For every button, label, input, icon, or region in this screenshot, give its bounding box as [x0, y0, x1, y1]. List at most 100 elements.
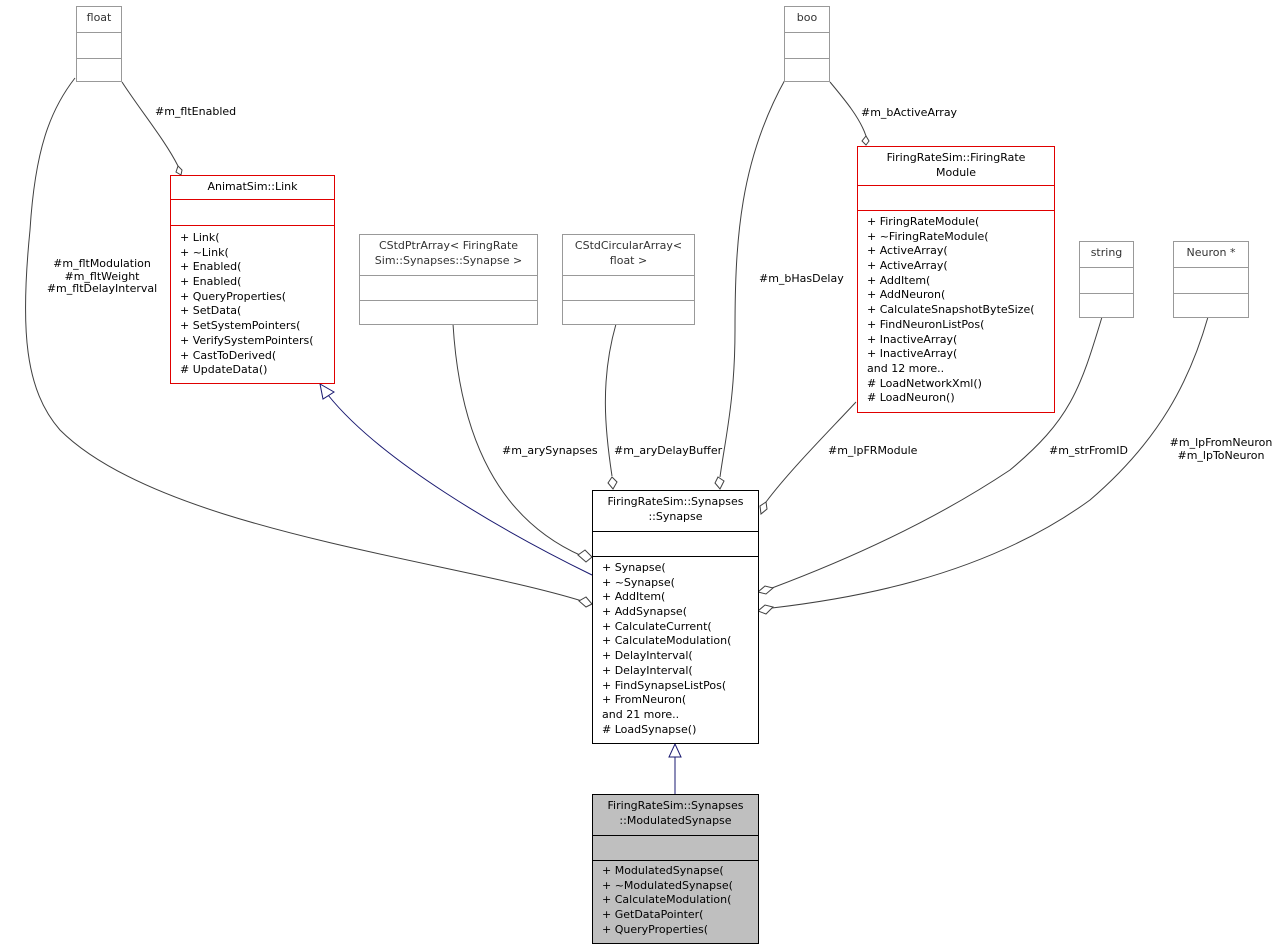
method-more: and 21 more..: [602, 707, 680, 721]
edge-label-str-from: #m_strFromID: [1049, 444, 1128, 457]
class-synapse[interactable]: FiringRateSim::Synapses ::Synapse + Syna…: [592, 490, 759, 744]
class-float[interactable]: float: [76, 6, 122, 82]
method: + AddItem(: [867, 273, 931, 287]
method: + ModulatedSynapse(: [602, 864, 724, 877]
class-bool[interactable]: boo: [784, 6, 830, 82]
method: + ~ModulatedSynapse(: [602, 878, 733, 892]
method: + CastToDerived(: [180, 348, 277, 362]
method: + GetDataPointer(: [602, 908, 704, 922]
class-module-title: FiringRateSim::FiringRate Module: [886, 151, 1026, 179]
edge-active-array: [829, 81, 867, 137]
divider: [360, 275, 537, 276]
edge-label-fr-module: #m_lpFRModule: [828, 444, 918, 457]
method: + VerifySystemPointers(: [180, 333, 314, 347]
method: # LoadSynapse(): [602, 722, 697, 736]
method: + SetSystemPointers(: [180, 319, 301, 333]
class-ptrarray-title: CStdPtrArray< FiringRate Sim::Synapses::…: [374, 239, 523, 267]
method: + ~FiringRateModule(: [867, 229, 989, 243]
inherit-arrowhead-synapse: [668, 742, 682, 758]
edge-str-from: [771, 316, 1103, 589]
method: + Enabled(: [180, 275, 242, 289]
method: + AddNeuron(: [867, 288, 946, 302]
class-circarray-title: CStdCircularArray< float >: [574, 239, 683, 267]
divider: [858, 185, 1054, 186]
divider: [858, 210, 1054, 211]
edge-label-ary-delay: #m_aryDelayBuffer: [614, 444, 723, 457]
method: + CalculateModulation(: [602, 634, 732, 648]
method: + Link(: [180, 231, 220, 244]
method: + ~Synapse(: [602, 575, 675, 589]
diamond-flt-group: [578, 596, 593, 608]
method: # LoadNeuron(): [867, 391, 955, 405]
edge-label-has-delay: #m_bHasDelay: [759, 272, 844, 285]
method: + CalculateSnapshotByteSize(: [867, 303, 1035, 317]
method: + ActiveArray(: [867, 244, 948, 258]
method: + CalculateCurrent(: [602, 619, 712, 633]
method: + InactiveArray(: [867, 332, 958, 346]
method: + FiringRateModule(: [867, 215, 980, 228]
divider: [1174, 267, 1248, 268]
class-modulated-synapse[interactable]: FiringRateSim::Synapses ::ModulatedSynap…: [592, 794, 759, 944]
divider: [593, 860, 758, 861]
diamond-fr-module: [759, 501, 768, 515]
divider: [171, 199, 334, 200]
class-synapse-methods: + Synapse( + ~Synapse( + AddItem( + AddS…: [602, 561, 756, 737]
method: + FromNeuron(: [602, 693, 687, 707]
class-cstdptrarray[interactable]: CStdPtrArray< FiringRate Sim::Synapses::…: [359, 234, 538, 325]
divider: [77, 58, 121, 59]
method: + SetData(: [180, 304, 242, 318]
method: + InactiveArray(: [867, 347, 958, 361]
divider: [1174, 293, 1248, 294]
class-bool-title: boo: [796, 11, 818, 24]
diamond-flt-enabled: [175, 165, 183, 176]
method: + ActiveArray(: [867, 259, 948, 273]
class-modulated-methods: + ModulatedSynapse( + ~ModulatedSynapse(…: [602, 864, 756, 937]
diamond-str-from: [756, 585, 775, 595]
class-synapse-title: FiringRateSim::Synapses ::Synapse: [607, 495, 744, 523]
method: + CalculateModulation(: [602, 893, 732, 907]
class-link-title: AnimatSim::Link: [207, 180, 298, 193]
edge-flt-group: [24, 77, 583, 602]
method: + Enabled(: [180, 260, 242, 274]
edge-flt-enabled: [121, 81, 179, 167]
method: # LoadNetworkXml(): [867, 376, 982, 390]
diamond-ary-delay: [607, 476, 618, 490]
edge-label-flt-group: #m_fltModulation #m_fltWeight #m_fltDela…: [46, 257, 158, 295]
method: + Synapse(: [602, 561, 666, 574]
class-firingrate-module[interactable]: FiringRateSim::FiringRate Module + Firin…: [857, 146, 1055, 413]
edge-has-delay: [719, 77, 787, 478]
method: + FindSynapseListPos(: [602, 678, 727, 692]
divider: [593, 531, 758, 532]
divider: [785, 58, 829, 59]
method: + AddSynapse(: [602, 605, 687, 619]
class-neuron-ptr[interactable]: Neuron *: [1173, 241, 1249, 318]
divider: [77, 32, 121, 33]
divider: [1080, 293, 1133, 294]
diamond-neuron: [757, 604, 774, 615]
edge-ary-synapses: [452, 323, 583, 557]
edge-label-ary-synapses: #m_arySynapses: [502, 444, 598, 457]
method: + DelayInterval(: [602, 649, 693, 663]
method: + FindNeuronListPos(: [867, 317, 985, 331]
method: + DelayInterval(: [602, 663, 693, 677]
method: # UpdateData(): [180, 363, 268, 377]
class-animatsim-link[interactable]: AnimatSim::Link + Link( + ~Link( + Enabl…: [170, 175, 335, 384]
method: + QueryProperties(: [180, 289, 287, 303]
edge-neuron: [771, 316, 1209, 609]
divider: [593, 835, 758, 836]
divider: [1080, 267, 1133, 268]
class-modulated-title: FiringRateSim::Synapses ::ModulatedSynap…: [607, 799, 744, 827]
edge-inherit-link: [327, 394, 593, 576]
class-string-title: string: [1090, 246, 1123, 259]
class-neuron-title: Neuron *: [1186, 246, 1236, 259]
diamond-active-array: [861, 135, 870, 146]
method: + QueryProperties(: [602, 922, 709, 936]
divider: [563, 300, 694, 301]
class-string[interactable]: string: [1079, 241, 1134, 318]
method: + ~Link(: [180, 245, 229, 259]
diamond-has-delay: [714, 476, 725, 490]
divider: [360, 300, 537, 301]
class-cstdcirculararray[interactable]: CStdCircularArray< float >: [562, 234, 695, 325]
divider: [563, 275, 694, 276]
